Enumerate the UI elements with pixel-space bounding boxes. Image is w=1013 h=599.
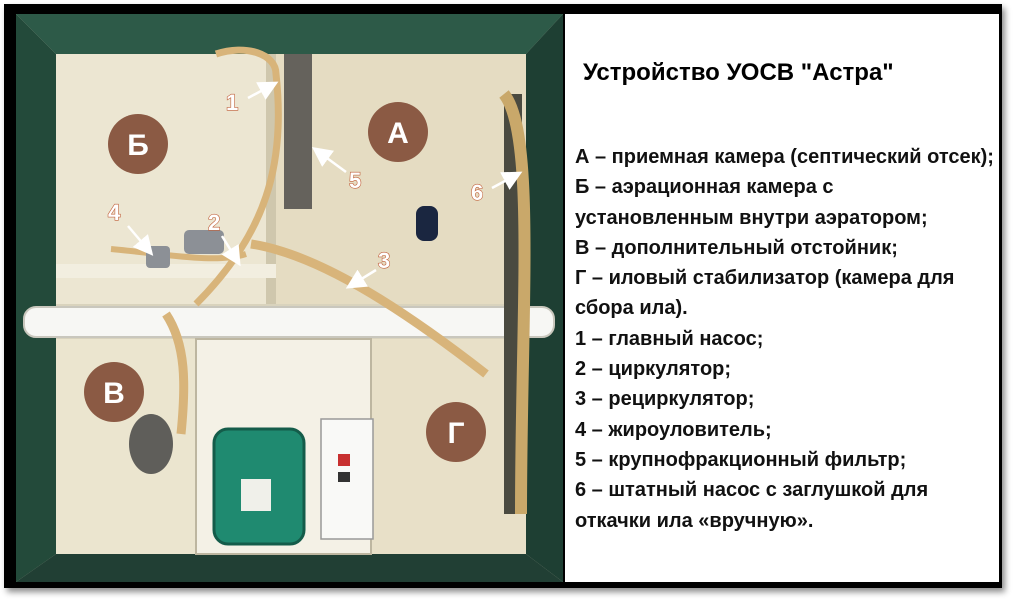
arrow-6 <box>491 171 523 190</box>
float-switch <box>416 206 438 241</box>
tank-top-wall <box>16 14 563 54</box>
top-beam <box>23 306 555 338</box>
legend-list: А – приемная камера (септический отсек);… <box>575 142 997 536</box>
label-2: 2 <box>208 210 220 235</box>
callout-2: 2 <box>207 209 241 267</box>
callout-6: 6 <box>470 171 523 206</box>
callout-4: 4 <box>107 199 154 256</box>
diagram-title: Устройство УОСВ "Астра" <box>583 59 894 86</box>
label-3: 3 <box>378 248 390 273</box>
tank-bottom-wall <box>16 554 563 582</box>
legend-item-5: 5 – крупнофракционный фильтр; <box>575 448 907 471</box>
legend-item-1: 1 – главный насос; <box>575 327 764 350</box>
badge-v: В <box>84 362 144 422</box>
label-b: Б <box>127 129 149 162</box>
arrow-1 <box>247 81 279 100</box>
legend-item-b: Б – аэрационная камера с установленным в… <box>575 176 928 229</box>
arrow-2 <box>220 235 241 267</box>
legend-item-g: Г – иловый стабилизатор (камера для сбор… <box>575 267 955 320</box>
arrow-5 <box>311 147 347 174</box>
arrow-4 <box>127 225 154 256</box>
label-v: В <box>103 377 125 410</box>
legend-item-6: 6 – штатный насос с заглушкой для откачк… <box>575 479 929 532</box>
legend-item-2: 2 – циркулятор; <box>575 358 732 381</box>
tank-illustration: Б А В Г 1 5 6 <box>16 14 563 582</box>
badge-a: А <box>368 102 428 162</box>
corrugated-hose <box>499 90 531 515</box>
arrow-3 <box>345 268 377 289</box>
tank-right-wall <box>526 14 563 582</box>
legend-item-a: А – приемная камера (септический отсек); <box>575 146 994 168</box>
septic-tank-photo: Б А В Г 1 5 6 <box>16 14 563 582</box>
description-panel: Устройство УОСВ "Астра" А – приемная кам… <box>565 14 999 582</box>
label-5: 5 <box>349 168 361 193</box>
callout-5: 5 <box>311 147 362 194</box>
image-frame: Б А В Г 1 5 6 <box>4 4 1002 588</box>
grease-trap-fitting <box>184 230 224 254</box>
callout-1: 1 <box>225 81 279 116</box>
badge-b: Б <box>108 114 168 174</box>
callout-3: 3 <box>345 247 391 289</box>
legend-item-4: 4 – жироуловитель; <box>575 418 772 441</box>
filter-tube <box>284 54 312 209</box>
label-4: 4 <box>108 200 121 225</box>
label-1: 1 <box>226 90 238 115</box>
legend-item-3: 3 – рециркулятор; <box>575 388 755 411</box>
tank-left-wall <box>16 14 56 582</box>
settler-pipe <box>129 414 173 474</box>
badge-g: Г <box>426 402 486 462</box>
legend-item-v: В – дополнительный отстойник; <box>575 236 898 259</box>
label-g: Г <box>447 417 464 450</box>
label-6: 6 <box>471 180 483 205</box>
label-a: А <box>387 117 409 150</box>
